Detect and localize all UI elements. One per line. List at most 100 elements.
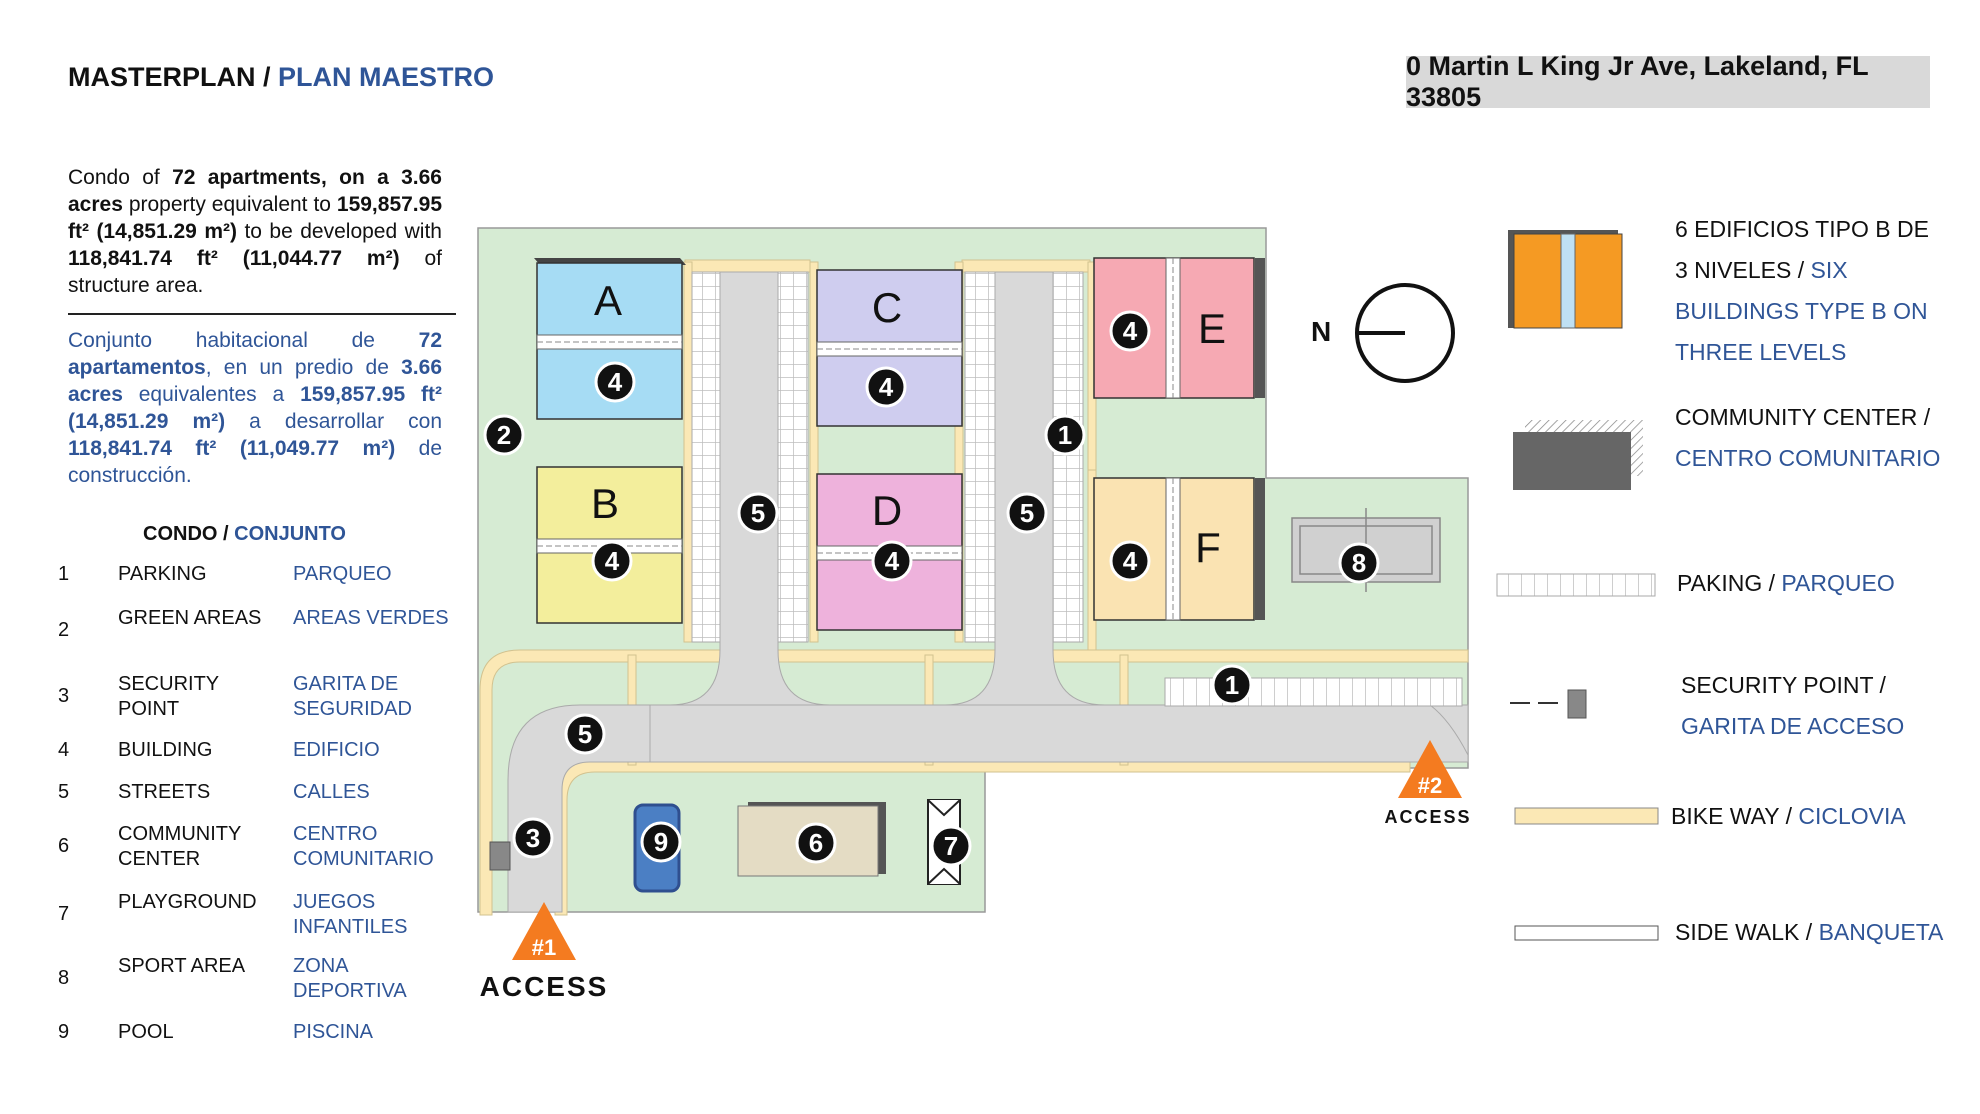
key-community-en: COMMUNITY CENTER / bbox=[1675, 404, 1931, 430]
key-sidewalk-symbol bbox=[1514, 925, 1659, 941]
svg-text:2: 2 bbox=[497, 420, 511, 450]
legend-heading-en: CONDO / bbox=[143, 523, 235, 545]
parking-strips bbox=[691, 271, 1463, 707]
key-community-es: CENTRO COMUNITARIO bbox=[1675, 445, 1941, 471]
svg-text:3: 3 bbox=[526, 823, 540, 853]
key-building-symbol bbox=[1508, 230, 1623, 329]
key-bike-en: BIKE WAY / bbox=[1671, 803, 1799, 829]
key-bikeway-symbol bbox=[1514, 807, 1659, 825]
legend-number: 6 bbox=[58, 835, 70, 857]
access-2-number: #2 bbox=[1418, 773, 1442, 798]
key-buildings-en: 6 EDIFICIOS TIPO B DE 3 NIVELES / bbox=[1675, 216, 1929, 283]
access-1-label: ACCESS bbox=[480, 971, 609, 1002]
marker-building: 4 bbox=[1109, 310, 1151, 352]
key-buildings-text: 6 EDIFICIOS TIPO B DE 3 NIVELES / SIX BU… bbox=[1675, 209, 1945, 373]
key-security-en: SECURITY POINT / bbox=[1681, 672, 1886, 698]
marker-pool: 9 bbox=[640, 821, 682, 863]
access-2: #2 ACCESS bbox=[1384, 740, 1471, 827]
svg-text:4: 4 bbox=[1123, 546, 1138, 576]
legend-label-en: PARKING bbox=[118, 563, 207, 585]
title-en: MASTERPLAN / bbox=[68, 62, 279, 92]
svg-text:4: 4 bbox=[1123, 316, 1138, 346]
key-parking-text: PAKING / PARQUEO bbox=[1677, 563, 1957, 604]
legend-number: 8 bbox=[58, 967, 70, 989]
svg-text:4: 4 bbox=[605, 546, 620, 576]
legend-number: 3 bbox=[58, 685, 70, 707]
north-arrow: N bbox=[1311, 283, 1455, 383]
north-label: N bbox=[1311, 316, 1331, 347]
marker-street: 5 bbox=[737, 492, 779, 534]
svg-text:8: 8 bbox=[1352, 548, 1366, 578]
legend-label-en: STREETS bbox=[118, 781, 211, 803]
legend-heading: CONDO / CONJUNTO bbox=[143, 523, 346, 546]
building-label: A bbox=[594, 277, 622, 324]
marker-parking: 1 bbox=[1044, 414, 1086, 456]
legend-label-en: GREEN AREAS bbox=[118, 607, 262, 629]
legend-heading-es: CONJUNTO bbox=[234, 523, 346, 545]
building-label: B bbox=[591, 480, 619, 527]
description-en: Condo of 72 apartments, on a 3.66 acres … bbox=[68, 166, 443, 297]
legend-label-es: EDIFICIO bbox=[293, 739, 380, 761]
legend-number: 2 bbox=[58, 619, 70, 641]
legend-label-es: CALLES bbox=[293, 781, 370, 803]
marker-playground: 7 bbox=[930, 825, 972, 867]
legend-number: 1 bbox=[58, 563, 70, 585]
key-community-text: COMMUNITY CENTER / CENTRO COMUNITARIO bbox=[1675, 397, 1945, 479]
legend-label-es: GARITA DE SEGURIDAD bbox=[293, 673, 412, 720]
key-security-text: SECURITY POINT / GARITA DE ACCESO bbox=[1681, 665, 1941, 747]
legend-number: 7 bbox=[58, 903, 70, 925]
access-2-label: ACCESS bbox=[1384, 807, 1471, 827]
legend-label-es: CENTRO COMUNITARIO bbox=[293, 823, 434, 870]
page-title: MASTERPLAN / PLAN MAESTRO bbox=[68, 62, 494, 93]
svg-text:5: 5 bbox=[578, 719, 592, 749]
legend-number: 5 bbox=[58, 781, 70, 803]
key-sidewalk-text: SIDE WALK / BANQUETA bbox=[1675, 912, 1970, 953]
key-sidewalk-en: SIDE WALK / bbox=[1675, 919, 1819, 945]
legend-label-es: JUEGOS INFANTILES bbox=[293, 891, 408, 938]
legend-number: 9 bbox=[58, 1021, 70, 1043]
marker-building: 4 bbox=[1109, 540, 1151, 582]
key-bike-text: BIKE WAY / CICLOVIA bbox=[1671, 796, 1961, 837]
access-1: #1 ACCESS bbox=[480, 902, 609, 1002]
description-es: Conjunto habitacional de 72 apartamentos… bbox=[68, 329, 442, 487]
legend-label-en: SPORT AREA bbox=[118, 955, 246, 977]
key-sidewalk-es: BANQUETA bbox=[1818, 919, 1944, 945]
legend-label-es: PARQUEO bbox=[293, 563, 392, 585]
svg-text:5: 5 bbox=[751, 498, 765, 528]
svg-text:4: 4 bbox=[608, 367, 623, 397]
legend-label-es: PISCINA bbox=[293, 1021, 374, 1043]
legend-label-en: SECURITY POINT bbox=[118, 673, 219, 720]
security-booth bbox=[489, 841, 511, 871]
svg-text:1: 1 bbox=[1225, 670, 1239, 700]
key-buildings-es: SIX BUILDINGS TYPE B ON THREE LEVELS bbox=[1675, 257, 1928, 365]
address-text: 0 Martin L King Jr Ave, Lakeland, FL 338… bbox=[1406, 51, 1869, 112]
divider bbox=[68, 313, 456, 315]
access-1-number: #1 bbox=[532, 935, 556, 960]
legend-label-en: BUILDING bbox=[118, 739, 213, 761]
building-A bbox=[534, 258, 686, 420]
marker-parking: 1 bbox=[1211, 664, 1253, 706]
legend-label-en: POOL bbox=[118, 1021, 174, 1043]
svg-text:4: 4 bbox=[885, 546, 900, 576]
marker-sport-area: 8 bbox=[1338, 542, 1380, 584]
key-bike-es: CICLOVIA bbox=[1798, 803, 1906, 829]
marker-building: 4 bbox=[865, 366, 907, 408]
title-es: PLAN MAESTRO bbox=[278, 62, 495, 92]
svg-text:9: 9 bbox=[654, 827, 668, 857]
svg-text:5: 5 bbox=[1020, 498, 1034, 528]
svg-text:1: 1 bbox=[1058, 420, 1072, 450]
legend-number: 4 bbox=[58, 739, 70, 761]
building-label: E bbox=[1198, 305, 1226, 352]
marker-street: 5 bbox=[1006, 492, 1048, 534]
legend-label-es: AREAS VERDES bbox=[293, 607, 449, 629]
building-label: C bbox=[872, 284, 902, 331]
key-parking-en: PAKING / bbox=[1677, 570, 1782, 596]
key-security-es: GARITA DE ACCESO bbox=[1681, 713, 1905, 739]
marker-building: 4 bbox=[594, 361, 636, 403]
legend-label-en: PLAYGROUND bbox=[118, 891, 257, 913]
building-label: F bbox=[1195, 524, 1221, 571]
building-label: D bbox=[872, 487, 902, 534]
legend-label-en: COMMUNITY CENTER bbox=[118, 823, 241, 870]
marker-community-center: 6 bbox=[795, 822, 837, 864]
